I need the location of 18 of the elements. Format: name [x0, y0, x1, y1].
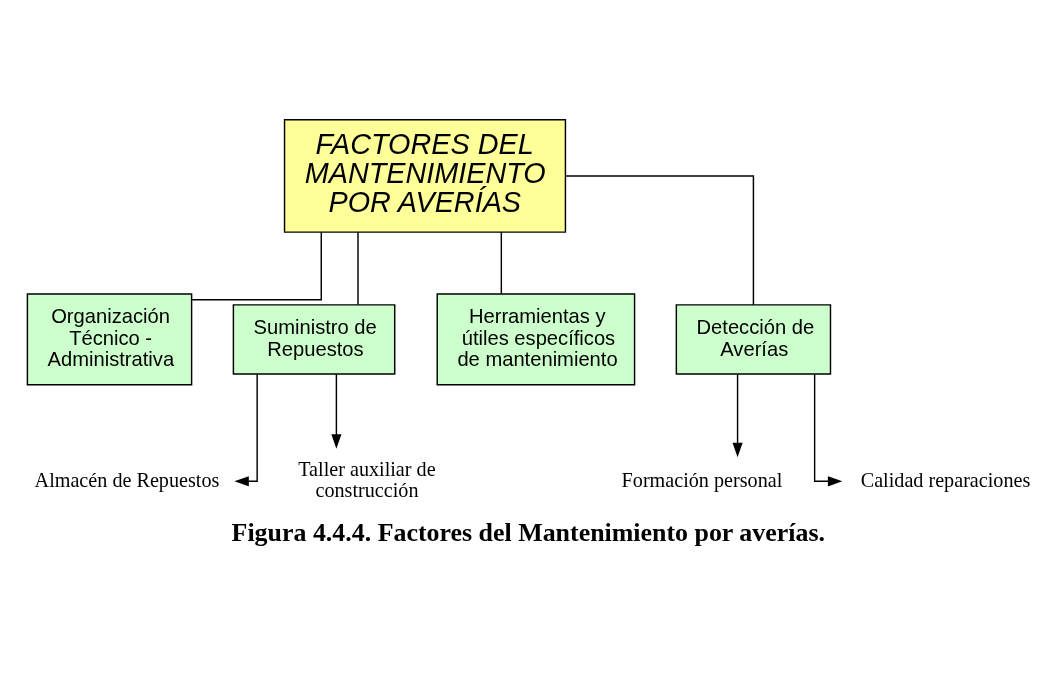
arrow	[234, 373, 258, 487]
node-box: Detección de Averías	[675, 304, 832, 375]
connector	[357, 231, 359, 306]
node-box: FACTORES DEL MANTENIMIENTO POR AVERÍAS	[283, 119, 567, 233]
node-text: Formación personal	[621, 468, 783, 491]
node-box: Herramientas y útiles específicos de mantenimiento	[436, 293, 636, 386]
node-text: Calidad reparaciones	[860, 468, 1031, 491]
connector	[564, 175, 755, 306]
node-box: Suministro de Repuestos	[232, 304, 396, 375]
arrow	[331, 373, 342, 449]
node-text: Almacén de Repuestos	[34, 468, 220, 491]
arrow	[813, 373, 843, 487]
arrow	[732, 373, 743, 458]
caption: Figura 4.4.4. Factores del Mantenimiento por averías.	[231, 517, 825, 547]
node-box: Organización Técnico - Administrativa	[26, 293, 193, 386]
connector	[500, 231, 503, 295]
connector	[191, 231, 322, 301]
node-text: Taller auxiliar de construcción	[298, 457, 436, 502]
